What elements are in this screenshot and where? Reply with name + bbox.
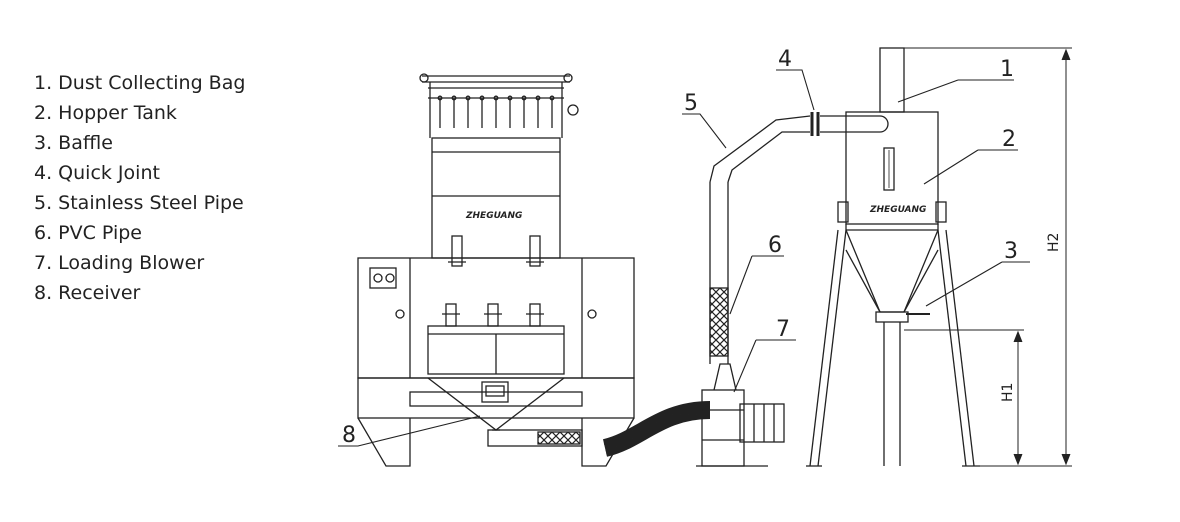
quick-joint (810, 112, 820, 136)
legend-item-stainless-steel-pipe: 5. Stainless Steel Pipe (34, 192, 244, 214)
pvc-pipe-section (709, 287, 729, 357)
legend-item-pvc-pipe: 6. PVC Pipe (34, 222, 142, 244)
machine-logo: ZHEGUANG (465, 211, 522, 221)
loading-blower (696, 363, 785, 467)
leader-lines (338, 69, 1030, 447)
callout-1: 1 (1000, 57, 1014, 82)
callout-7: 7 (776, 317, 790, 342)
legend-item-receiver: 8. Receiver (34, 282, 141, 304)
callout-8: 8 (342, 423, 356, 448)
callout-3: 3 (1004, 239, 1018, 264)
h2-label: H2 (1046, 233, 1062, 252)
legend-item-loading-blower: 7. Loading Blower (34, 252, 205, 274)
granulator-machine: ZHEGUANG (357, 73, 635, 467)
dimension-h1 (904, 329, 1024, 466)
legend-item-quick-joint: 4. Quick Joint (34, 162, 160, 184)
inlet-elbow (820, 115, 889, 133)
legend-item-baffle: 3. Baffle (34, 132, 113, 154)
h1-label: H1 (1000, 383, 1016, 402)
hopper-loader: ZHEGUANG (806, 47, 980, 467)
legend-item-hopper-tank: 2. Hopper Tank (34, 102, 177, 124)
component-legend: 1. Dust Collecting Bag 2. Hopper Tank 3.… (34, 68, 245, 308)
dust-collecting-bag (879, 47, 905, 113)
loader-logo: ZHEGUANG (869, 205, 926, 215)
callout-2: 2 (1002, 127, 1016, 152)
conveying-hose (602, 401, 711, 457)
callout-6: 6 (768, 233, 782, 258)
dimension-h2 (904, 47, 1072, 467)
callout-4: 4 (778, 47, 792, 72)
filter-bars (437, 95, 555, 128)
callout-5: 5 (684, 91, 698, 116)
legend-item-dust-collecting-bag: 1. Dust Collecting Bag (34, 72, 246, 94)
